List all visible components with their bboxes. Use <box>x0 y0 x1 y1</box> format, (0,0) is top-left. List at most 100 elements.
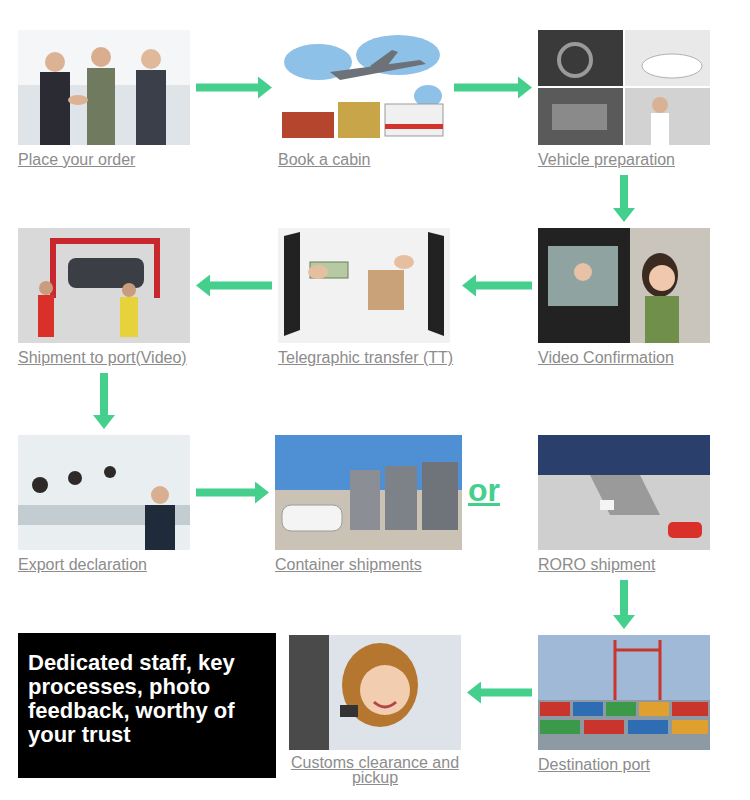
camera-screen <box>548 246 618 306</box>
train <box>338 102 380 138</box>
ship-containers <box>282 112 334 138</box>
handshake <box>68 95 88 105</box>
steering-wheel <box>559 44 591 76</box>
engine-photo <box>538 88 623 145</box>
port-sky <box>538 635 710 750</box>
white-car <box>282 505 342 531</box>
car <box>68 258 144 288</box>
process-step: Destination port <box>538 635 710 774</box>
person-head <box>45 52 65 72</box>
container <box>606 702 636 716</box>
container <box>584 720 624 734</box>
flow-arrow <box>476 282 532 290</box>
container <box>385 466 417 530</box>
container <box>672 720 708 734</box>
pickup-photo <box>289 635 461 750</box>
truck <box>385 104 443 136</box>
person-head <box>91 47 111 67</box>
woman-face <box>649 265 675 291</box>
person-head <box>141 49 161 69</box>
slogan-text: Dedicated staff, key processes, photo fe… <box>28 651 266 747</box>
woman-shirt <box>645 296 679 343</box>
step-caption: Customs clearance and pickup <box>289 755 461 785</box>
shopping-bag <box>368 270 404 310</box>
car-door <box>289 635 329 750</box>
laptop-left <box>284 232 300 336</box>
officer-head <box>68 471 82 485</box>
ship-hull <box>538 435 710 475</box>
car-carrier <box>50 238 160 244</box>
flow-arrow <box>210 282 272 290</box>
car-key <box>340 705 358 717</box>
video-photo <box>538 228 710 343</box>
step-caption: Book a cabin <box>278 150 371 169</box>
worker-head <box>39 281 53 295</box>
car-carrier <box>154 238 160 298</box>
car-interior-photo <box>538 30 623 86</box>
step-caption: Export declaration <box>18 555 147 574</box>
process-step: Shipment to port(Video) <box>18 228 190 367</box>
crane <box>615 640 660 700</box>
process-step: Telegraphic transfer (TT) <box>278 228 456 367</box>
flow-arrow <box>620 580 628 615</box>
ramp <box>590 475 660 515</box>
hand <box>394 255 414 269</box>
logistics-photo <box>278 30 448 145</box>
process-step: Vehicle preparation <box>538 30 710 169</box>
white-car <box>642 54 702 78</box>
process-step: Place your order <box>18 30 190 169</box>
inspector-shirt <box>651 113 669 145</box>
officer-head <box>104 466 116 478</box>
port-photo <box>18 228 190 343</box>
worker-vest <box>38 295 54 337</box>
process-step: Video Confirmation <box>538 228 710 367</box>
container <box>628 720 668 734</box>
flow-arrow <box>454 84 518 92</box>
step-caption: Place your order <box>18 150 135 169</box>
car-exterior-photo <box>625 30 710 86</box>
flow-arrow <box>196 489 255 497</box>
inspection-photo <box>625 88 710 145</box>
worker-head <box>122 283 136 297</box>
or-label: or <box>468 472 500 508</box>
step-caption: Destination port <box>538 755 650 774</box>
woman-face <box>360 665 410 715</box>
officer-uniform <box>145 505 175 550</box>
process-step: Book a cabin <box>278 30 448 169</box>
container <box>540 702 570 716</box>
white-car <box>600 500 614 510</box>
woman-hair <box>642 253 678 297</box>
process-step: RORO shipment <box>538 435 710 574</box>
transfer-photo <box>278 228 450 343</box>
laptop-right <box>428 232 444 336</box>
truck-stripe <box>385 124 443 129</box>
step-caption: Telegraphic transfer (TT) <box>278 348 453 367</box>
office-photo <box>18 30 190 145</box>
worker-shirt <box>120 297 138 337</box>
container <box>422 462 458 530</box>
hand <box>308 265 328 279</box>
slogan-box: Dedicated staff, key processes, photo fe… <box>18 633 276 778</box>
step-caption: Vehicle preparation <box>538 150 675 169</box>
flow-arrow <box>196 84 258 92</box>
step-caption: RORO shipment <box>538 555 655 574</box>
flow-arrow <box>620 175 628 208</box>
flow-arrow <box>481 689 532 697</box>
step-caption: Container shipments <box>275 555 422 574</box>
person-suit <box>136 70 166 145</box>
camera-body <box>538 228 630 343</box>
person-suit <box>40 72 70 145</box>
officer-head <box>151 486 169 504</box>
container <box>639 702 669 716</box>
roro-photo <box>538 435 710 550</box>
screen-face <box>574 263 592 281</box>
process-step: Export declaration <box>18 435 190 574</box>
person-suit <box>87 68 115 145</box>
process-step: Container shipments <box>275 435 462 574</box>
engine <box>552 104 607 130</box>
step-caption: Video Confirmation <box>538 348 674 367</box>
container <box>573 702 603 716</box>
flow-arrow <box>100 373 108 415</box>
customs-office-photo <box>18 435 190 550</box>
